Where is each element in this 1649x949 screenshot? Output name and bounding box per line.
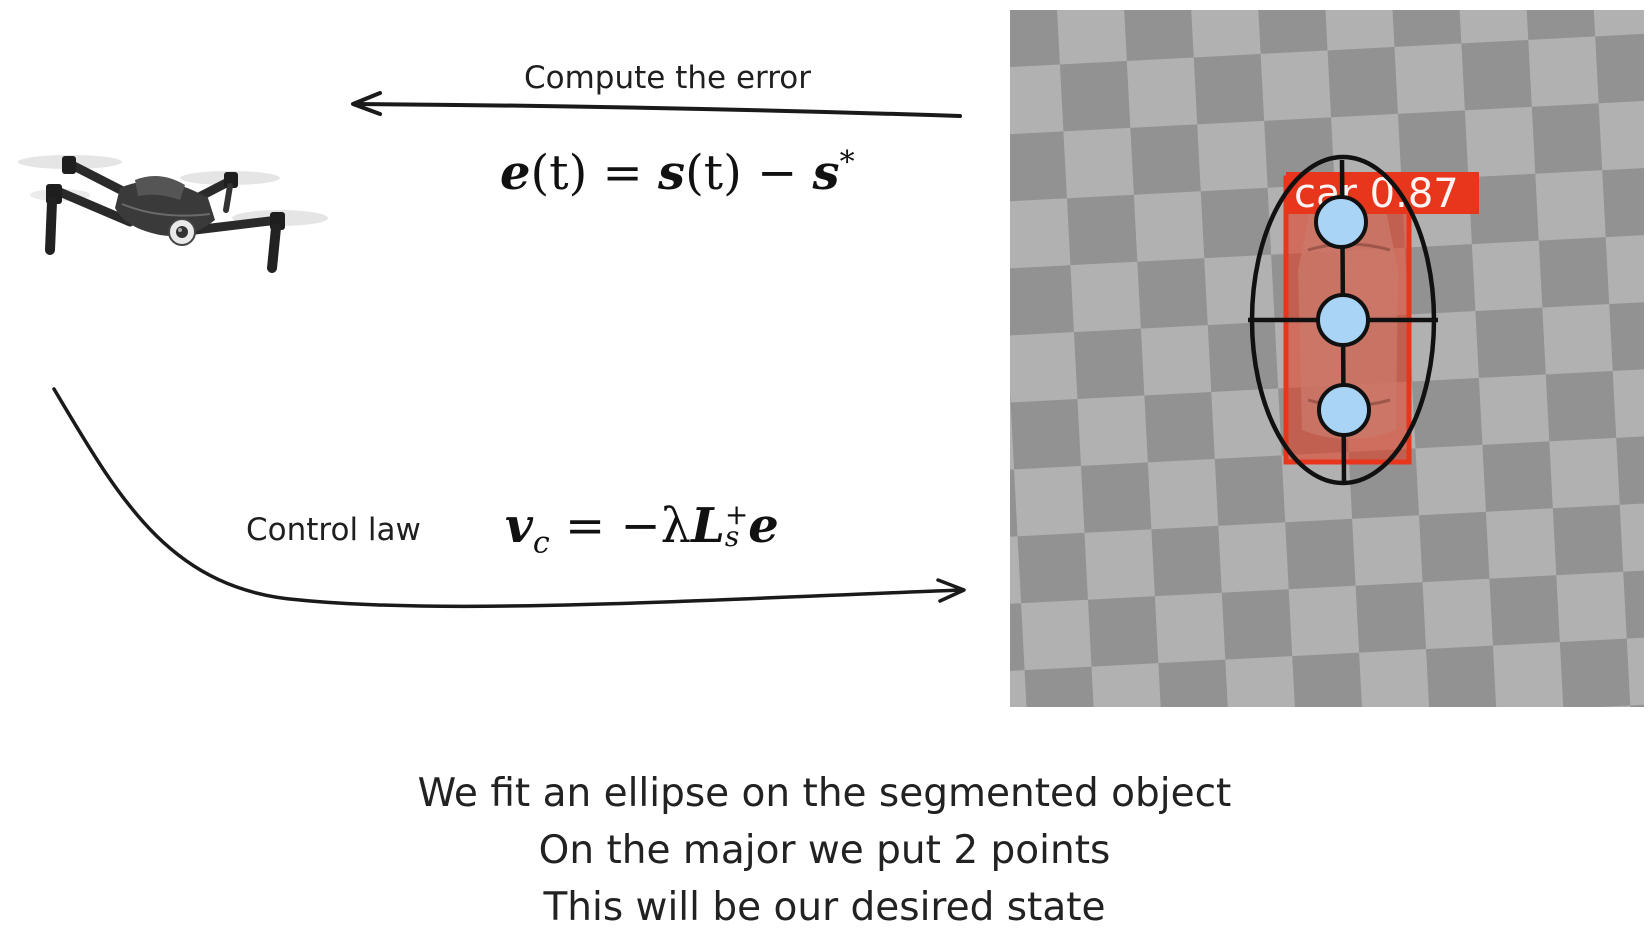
error-symbol: e: [500, 145, 531, 201]
equals-sign: =: [587, 145, 658, 201]
caption-line-2: On the major we put 2 points: [0, 822, 1649, 879]
compute-error-label: Compute the error: [524, 60, 811, 96]
error-equation: e(t) = s(t) − s*: [500, 145, 855, 201]
control-law-label: Control law: [246, 512, 421, 548]
camera-view: car 0.87: [1010, 10, 1644, 707]
caption-line-3: This will be our desired state: [0, 879, 1649, 936]
caption: We fit an ellipse on the segmented objec…: [0, 765, 1649, 936]
desired-star: *: [840, 145, 855, 180]
desired-feature-symbol: s: [813, 145, 840, 201]
velocity-sub: c: [533, 526, 550, 561]
error-arg: (t): [531, 145, 588, 201]
control-error-symbol: e: [748, 498, 779, 554]
interaction-matrix-symbol: L: [691, 498, 725, 554]
feature-symbol: s: [658, 145, 685, 201]
feature-arg: (t): [685, 145, 742, 201]
compute-error-arrow: [355, 104, 960, 116]
velocity-symbol: v: [505, 498, 533, 554]
feature-point-bottom: [1319, 385, 1369, 435]
minus-sign: −: [742, 145, 813, 201]
feature-point-center: [1318, 295, 1368, 345]
gain-term: = −λ: [550, 498, 691, 554]
caption-line-1: We fit an ellipse on the segmented objec…: [0, 765, 1649, 822]
feature-point-top: [1316, 197, 1366, 247]
flow-arrows: [0, 0, 1010, 700]
